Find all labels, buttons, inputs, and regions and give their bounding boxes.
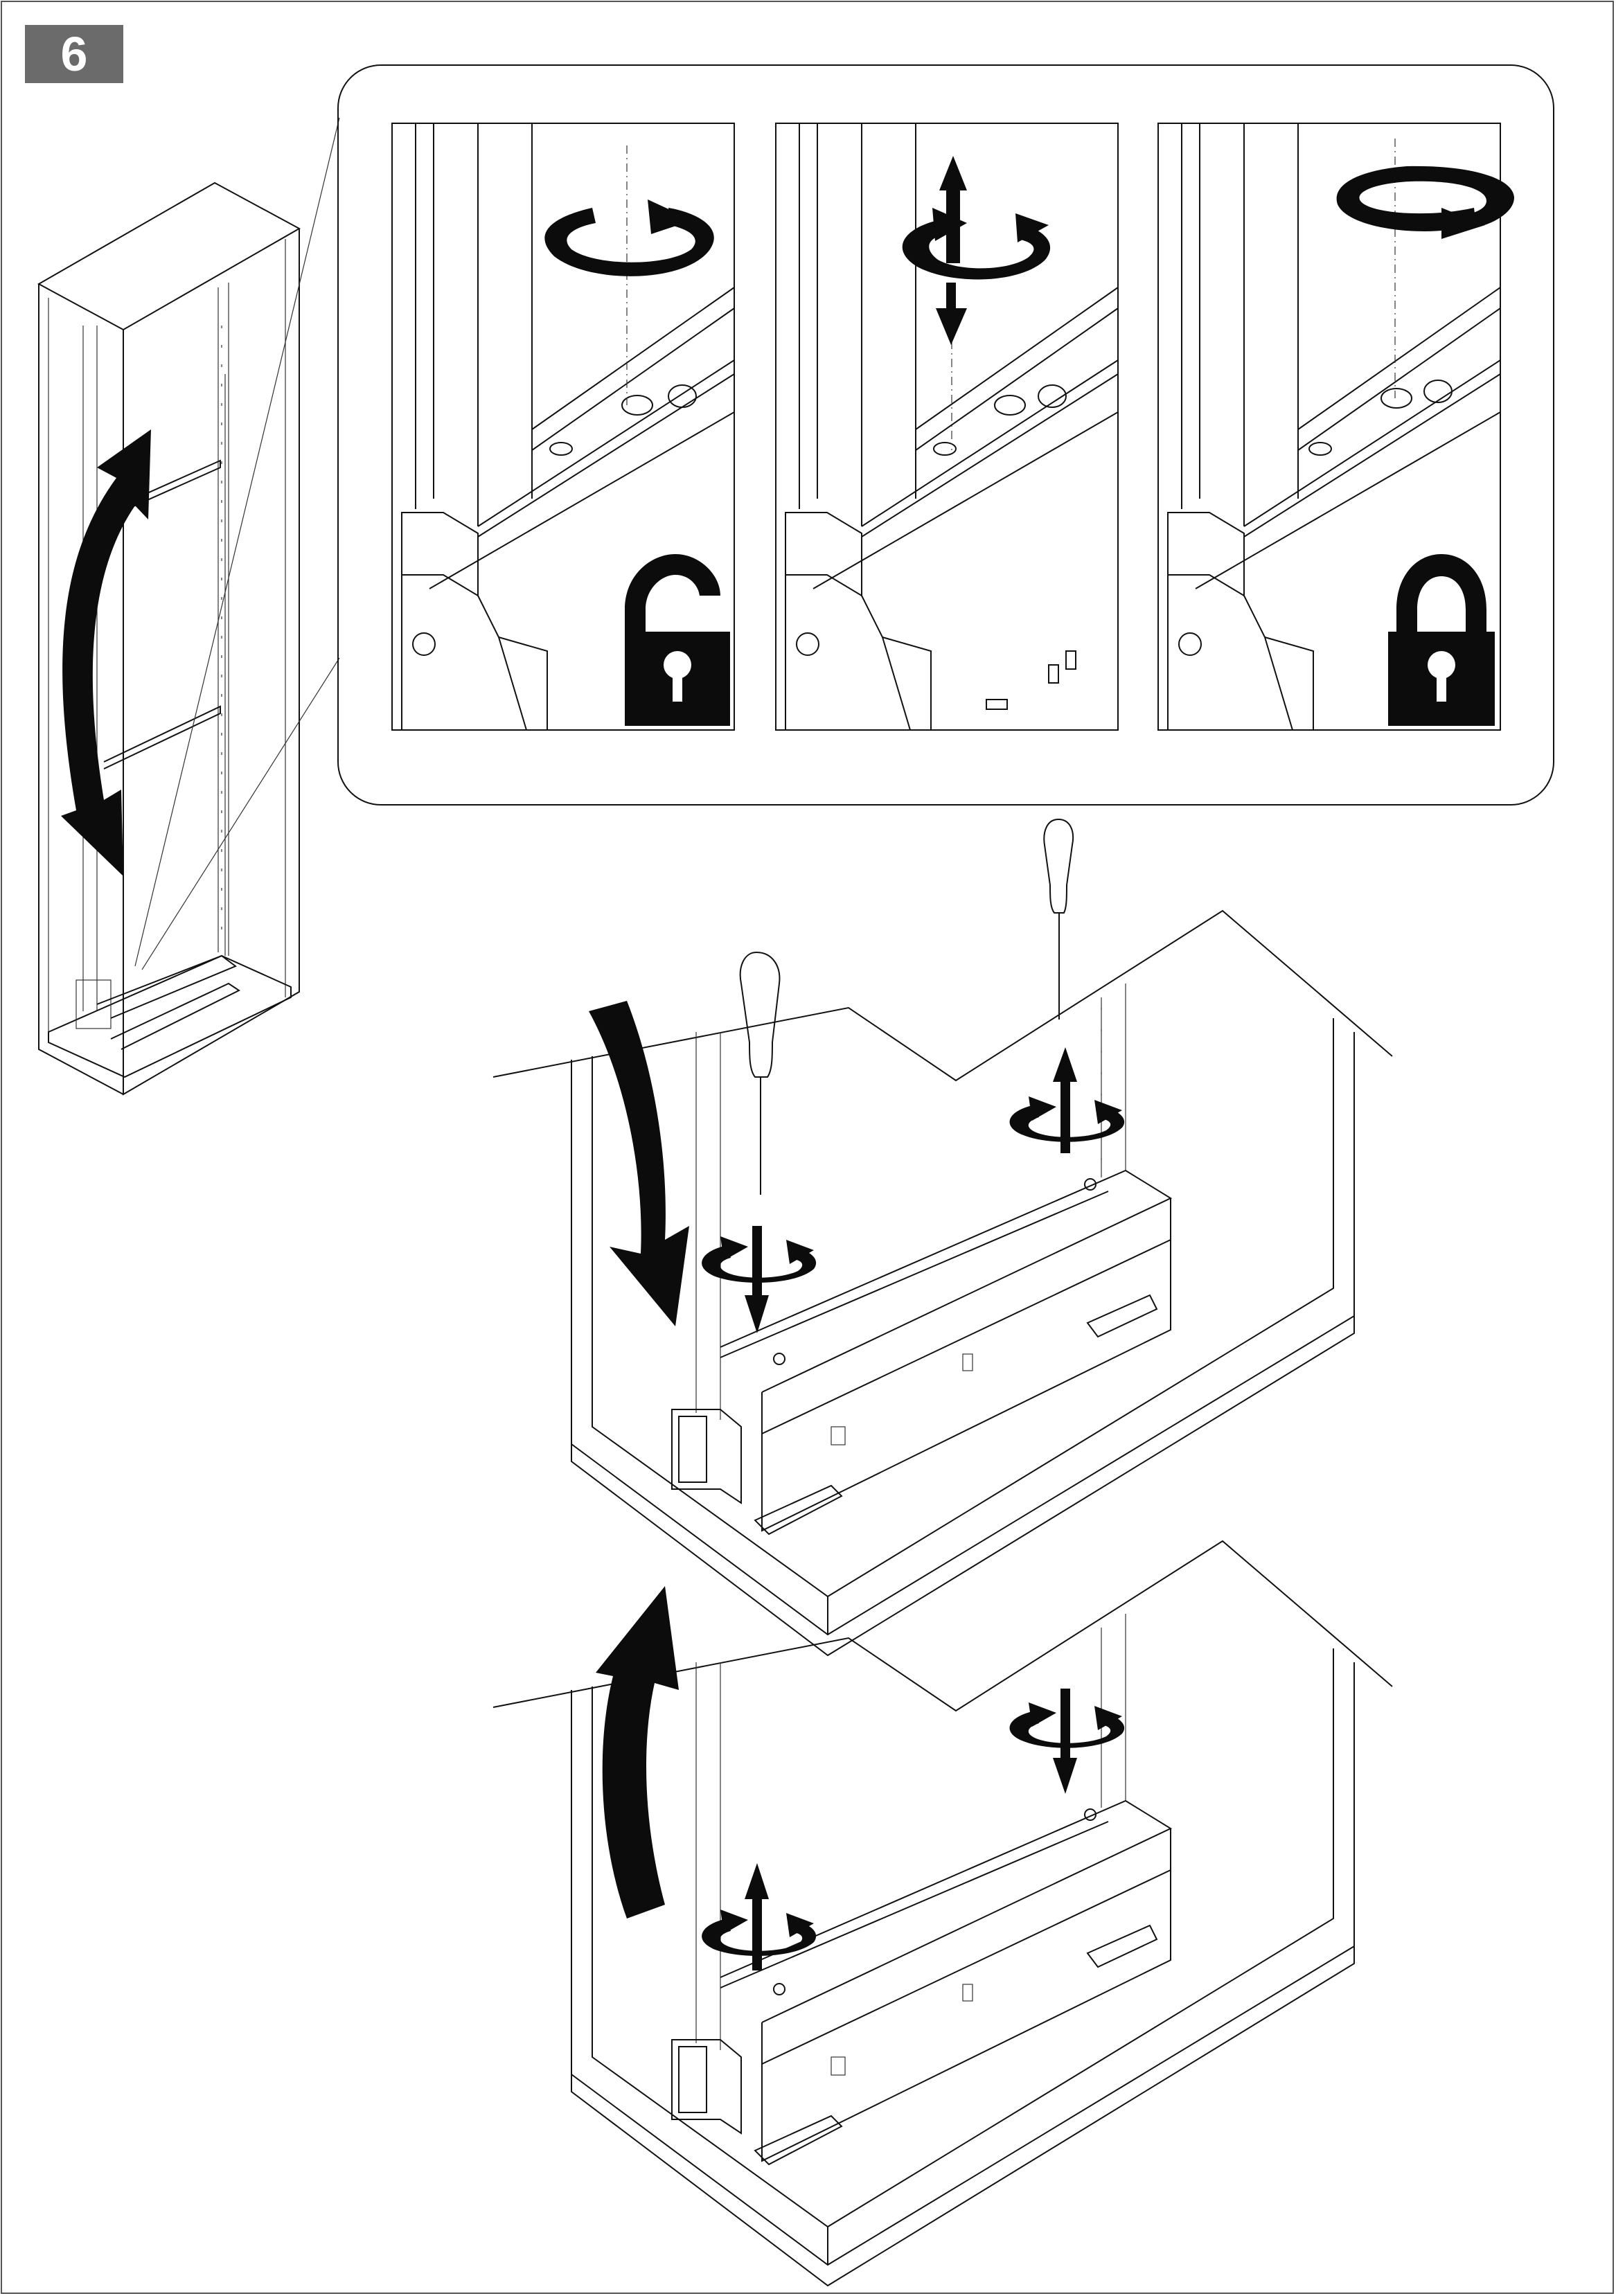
screwdriver-icon: [739, 951, 781, 1195]
detail-panel-unlock: [391, 123, 735, 731]
rotate-clockwise-icon: [1336, 166, 1514, 239]
rotate-with-up-down-arrow-icon: [902, 156, 1051, 345]
curved-arrow-up-icon: [596, 1586, 679, 1919]
step-number: 6: [60, 27, 88, 81]
tall-cabinet-overview: [37, 117, 340, 1096]
cabinet-view-raise: [492, 1540, 1393, 2287]
step-number-badge: 6: [25, 25, 123, 83]
detail-panel-adjust: [775, 123, 1119, 731]
cabinet-view-lower: [492, 818, 1393, 1657]
rotate-with-down-arrow-icon: [1009, 1689, 1125, 1794]
rotate-with-up-arrow-icon: [702, 1863, 817, 1970]
detail-callout: [337, 64, 1554, 806]
rotate-counterclockwise-icon: [544, 199, 714, 276]
curved-double-arrow-icon: [61, 429, 151, 876]
curved-arrow-down-icon: [589, 1001, 689, 1326]
rotate-with-down-arrow-icon: [702, 1226, 817, 1333]
locked-padlock-icon: [1388, 554, 1495, 726]
detail-panel-lock: [1157, 123, 1514, 731]
unlocked-padlock-icon: [625, 554, 730, 726]
rotate-with-up-arrow-icon: [1009, 1047, 1125, 1153]
screwdriver-icon: [1043, 818, 1074, 1020]
